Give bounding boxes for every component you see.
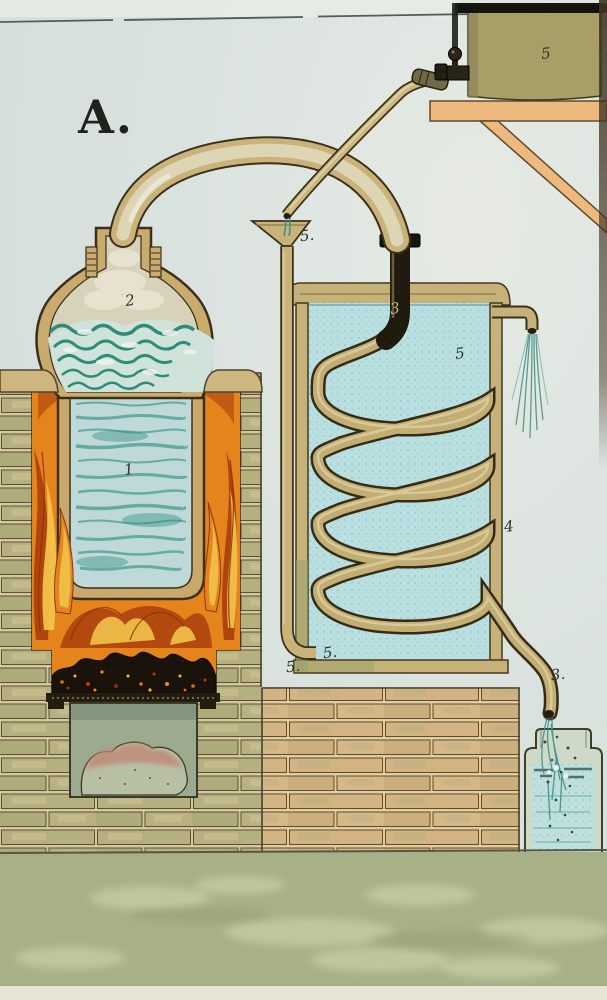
label-supply-tank: 5 [540,43,552,64]
label-still-dome: 2 [124,290,136,311]
label-funnel-inlet: 5. [298,225,316,246]
plate-letter: A. [78,90,134,144]
label-coil-inlet-outer: 5. [284,656,302,677]
label-cooling-coil: 4 [503,516,515,537]
label-distillate-outlet: 3. [549,664,567,685]
label-boiler-liquid: 1 [123,459,135,480]
label-vapor-tube: 3 [389,298,401,319]
label-condenser-water: 5 [454,343,466,364]
label-coil-inlet-inner: 5. [321,642,339,663]
